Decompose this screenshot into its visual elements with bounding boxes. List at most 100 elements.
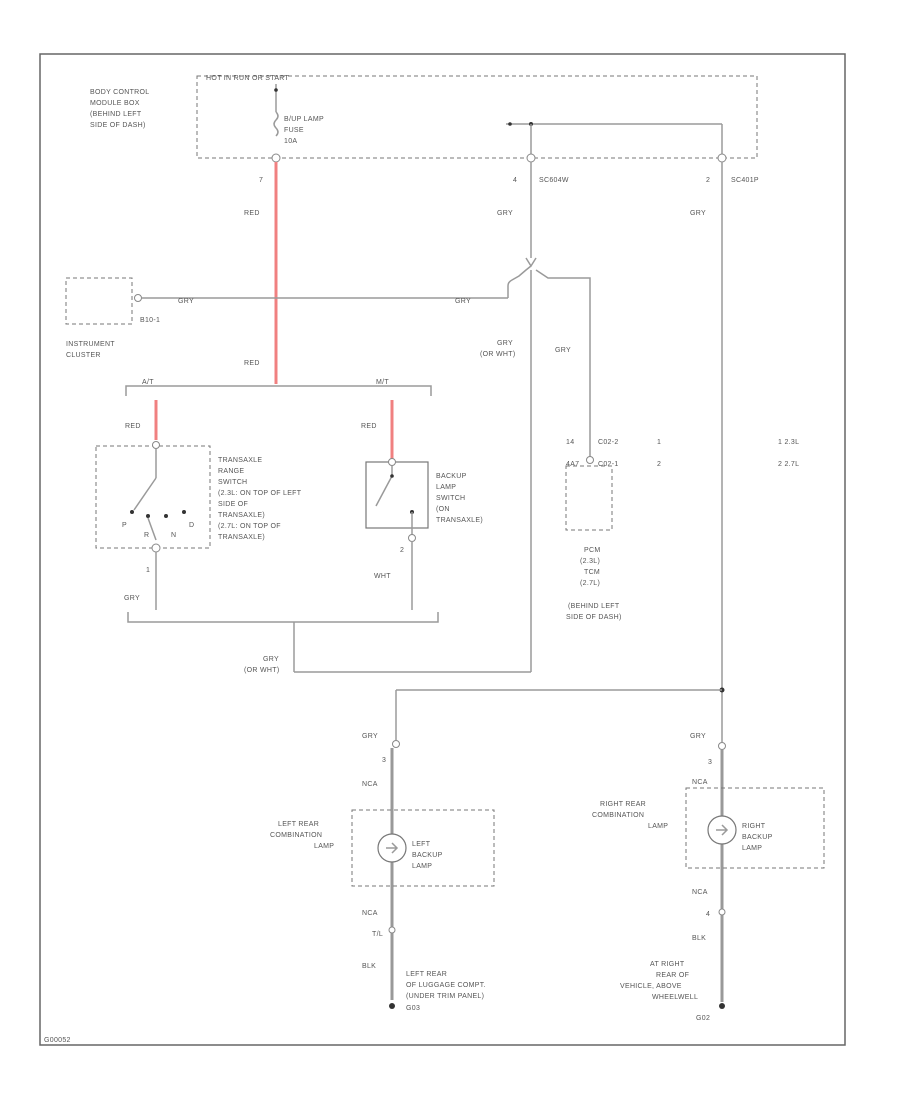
gry-or-wht2-label-2: (OR WHT)	[244, 667, 279, 674]
red-at-label: RED	[125, 423, 141, 430]
pcm-label-6: SIDE OF DASH)	[566, 614, 622, 621]
backup-pin-2-label: 2	[400, 547, 404, 554]
cluster-label-1: INSTRUMENT	[66, 341, 115, 348]
range-contact-n	[164, 514, 168, 518]
range-switch-top-connector	[152, 441, 160, 449]
backup-switch-lever	[375, 475, 393, 507]
range-label-6: TRANSAXLE)	[218, 512, 265, 519]
left-bulb-label-1: LEFT	[412, 841, 431, 848]
right-ground-label-3: VEHICLE, ABOVE	[620, 983, 682, 990]
pcm-box	[565, 465, 613, 531]
range-pos-p: P	[122, 522, 127, 529]
left-ground-label-3: (UNDER TRIM PANEL)	[406, 993, 484, 1000]
pcm-row1-conn: C02-2	[598, 439, 619, 446]
backup-switch-label-3: SWITCH	[436, 495, 465, 502]
bcm-label-4: SIDE OF DASH)	[90, 122, 146, 129]
blk-left-label: BLK	[362, 963, 376, 970]
backup-switch-bottom-connector	[408, 534, 416, 542]
right-lamp-pin-3: 3	[708, 759, 712, 766]
left-housing-label-2: COMBINATION	[270, 832, 322, 839]
backup-switch-label-1: BACKUP	[436, 473, 467, 480]
backup-switch-pivot	[390, 474, 394, 478]
switch-output-brace	[127, 612, 439, 623]
range-pos-n: N	[171, 532, 176, 539]
pcm-legend-1: 1 2.3L	[778, 439, 799, 446]
cluster-pin-label: B10-1	[140, 317, 160, 324]
wht-backup-label: WHT	[374, 573, 391, 580]
range-label-7: (2.7L: ON TOP OF	[218, 523, 281, 530]
right-lamp-housing	[685, 787, 825, 869]
pin-2-label: 2	[706, 177, 710, 184]
blk-right-label: BLK	[692, 935, 706, 942]
pcm-label-3: TCM	[584, 569, 600, 576]
pcm-label-5: (BEHIND LEFT	[568, 603, 620, 610]
left-ground-label-1: LEFT REAR	[406, 971, 447, 978]
pin-7-label: 7	[259, 177, 263, 184]
range-pos-r: R	[144, 532, 149, 539]
right-housing-label-1: RIGHT REAR	[600, 801, 646, 808]
left-housing-label-1: LEFT REAR	[278, 821, 319, 828]
gry-splice-junction	[525, 257, 537, 268]
range-switch-bottom-connector	[151, 543, 161, 553]
pcm-row2-conn: C02-1	[598, 461, 619, 468]
red-wire-label-1: RED	[244, 210, 260, 217]
instrument-cluster-box	[65, 277, 133, 325]
pcm-label-1: PCM	[584, 547, 600, 554]
right-ground-icon	[719, 1003, 725, 1009]
right-ground-label-1: AT RIGHT	[650, 961, 685, 968]
left-ground-connector	[388, 926, 396, 934]
gry-or-wht2-label-1: GRY	[263, 656, 279, 663]
right-housing-label-3: LAMP	[648, 823, 668, 830]
bcm-label-3: (BEHIND LEFT	[90, 111, 142, 118]
right-lamp-connector	[718, 742, 726, 750]
bus-dot-left	[508, 122, 512, 126]
pin-4-label: 4	[513, 177, 517, 184]
gry-splice-label: GRY	[497, 210, 513, 217]
left-lamp-pin-3: 3	[382, 757, 386, 764]
red-wire-label-2: RED	[244, 360, 260, 367]
left-ground-icon	[389, 1003, 395, 1009]
fuse-label-3: 10A	[284, 138, 297, 145]
gry-pcm-wire	[535, 269, 591, 462]
hot-bus-dot	[274, 88, 278, 92]
range-label-8: TRANSAXLE)	[218, 534, 265, 541]
range-r-lead	[147, 517, 157, 541]
range-contact-d	[182, 510, 186, 514]
pcm-label-2: (2.3L)	[580, 558, 600, 565]
left-ground-id: G03	[406, 1005, 420, 1012]
gry-right-label: GRY	[690, 210, 706, 217]
gry-range-out-label: GRY	[124, 595, 140, 602]
range-switch-lever	[133, 477, 157, 511]
branch-mt-label: M/T	[376, 379, 389, 386]
backup-switch-top-connector	[388, 458, 396, 466]
gry-or-wht-label-2: (OR WHT)	[480, 351, 515, 358]
right-lamp-pin-4: 4	[706, 911, 710, 918]
hot-in-run-label: HOT IN RUN OR START	[206, 75, 290, 82]
gry-left-lamp-label: GRY	[362, 733, 378, 740]
range-label-1: TRANSAXLE	[218, 457, 262, 464]
splice-sc604w-label: SC604W	[539, 177, 569, 184]
fuse-label-2: FUSE	[284, 127, 304, 134]
left-tl-connector-label: T/L	[372, 931, 383, 938]
bcm-label-1: BODY CONTROL	[90, 89, 149, 96]
pcm-row1-pin: 14	[566, 439, 574, 446]
range-label-2: RANGE	[218, 468, 244, 475]
diagram-code: G00052	[44, 1037, 71, 1044]
left-ground-label-2: OF LUGGAGE COMPT.	[406, 982, 486, 989]
right-housing-label-2: COMBINATION	[592, 812, 644, 819]
right-bulb-label-3: LAMP	[742, 845, 762, 852]
pcm-label-4: (2.7L)	[580, 580, 600, 587]
left-lamp-housing	[351, 809, 495, 887]
left-bulb-label-3: LAMP	[412, 863, 432, 870]
range-pin-1-label: 1	[146, 567, 150, 574]
pcm-row1-note: 1	[657, 439, 661, 446]
right-bulb-label-1: RIGHT	[742, 823, 766, 830]
gry-pcm-label: GRY	[555, 347, 571, 354]
nca-left-2: NCA	[362, 910, 378, 917]
left-lamp-connector	[392, 740, 400, 748]
bcm-box	[196, 75, 758, 159]
bcm-pin-7-connector	[271, 153, 281, 163]
gry-cluster-jog	[507, 265, 532, 298]
pcm-row2-note: 2	[657, 461, 661, 468]
